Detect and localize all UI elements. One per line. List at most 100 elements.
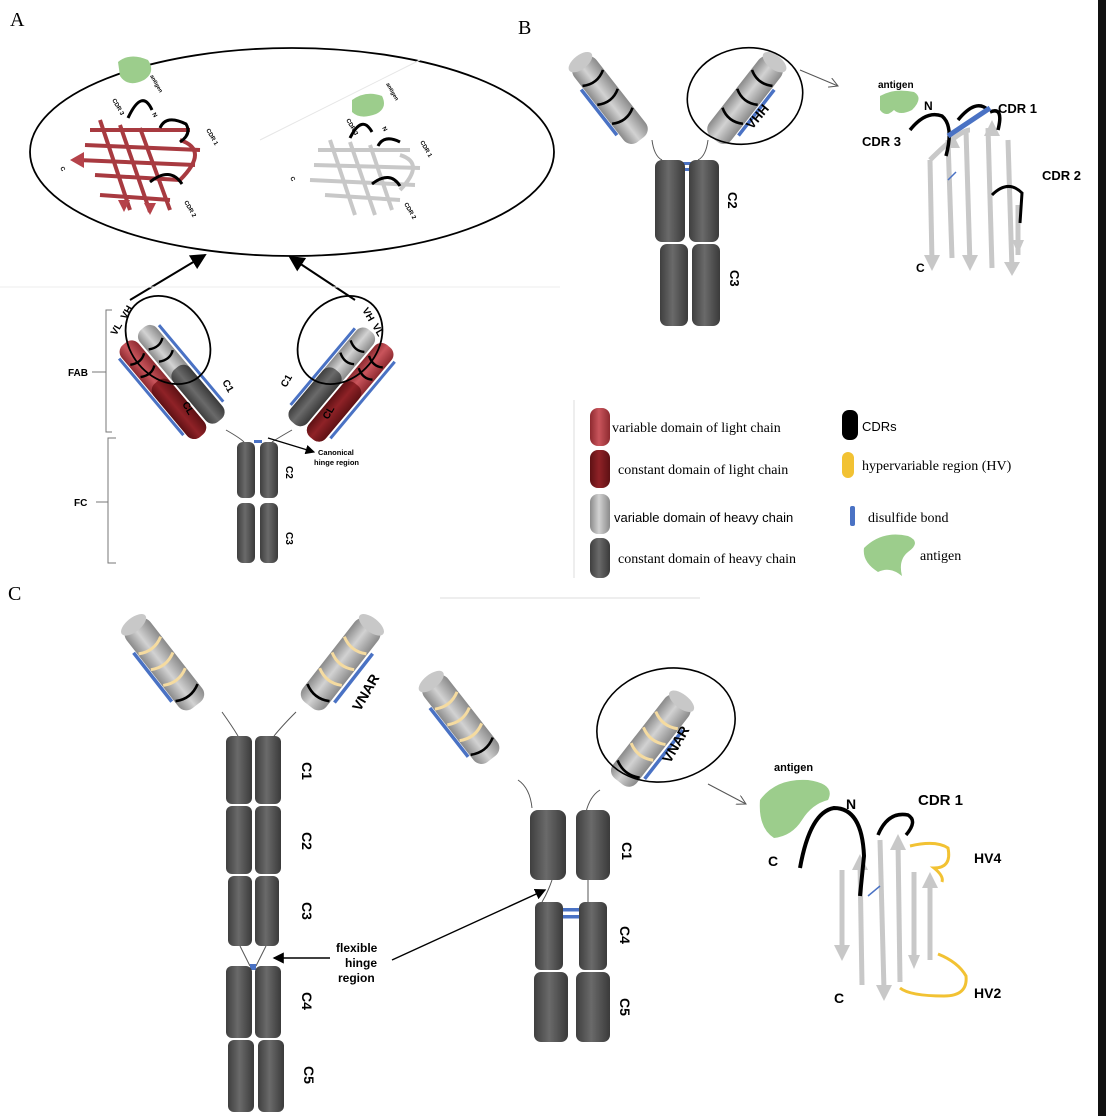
legend-cdr-swatch: [842, 410, 858, 440]
legend-antigen-icon: [863, 534, 915, 576]
legend-light-constant: constant domain of light chain: [618, 463, 788, 478]
legend-hv-swatch: [842, 452, 854, 478]
legend-heavy-constant: constant domain of heavy chain: [618, 552, 796, 567]
fc-label: FC: [74, 498, 87, 509]
fc-c2-left: [237, 442, 255, 498]
c4-mid-a: [535, 902, 563, 970]
vl-label-left: VL: [109, 321, 125, 338]
hv2-label: HV2: [974, 985, 1001, 1001]
panel-a: antigen CDR 3 N CDR 1 C CDR 2 antigen CD…: [0, 47, 560, 564]
c4-mid-b: [579, 902, 607, 970]
flexible-hinge-label-2: hinge: [345, 956, 377, 970]
c4-label-left: C4: [299, 992, 315, 1010]
c2-label-b: C2: [725, 192, 740, 209]
vhh-zoom-circle: [686, 46, 804, 146]
panel-a-letter: A: [10, 9, 25, 31]
antigen-label-c: antigen: [774, 762, 813, 774]
legend-heavy-variable-swatch: [590, 494, 610, 534]
cdr1-label-c: CDR 1: [918, 792, 963, 809]
vhh-right-arm: [707, 51, 787, 144]
vhh-left-arm: [568, 51, 648, 144]
fab-right-arm: [288, 327, 396, 442]
legend-disulfide: disulfide bond: [868, 511, 949, 526]
c-label-1: C: [58, 166, 66, 173]
canonical-hinge-label-1: Canonical: [318, 448, 354, 457]
cdr1-label-1: CDR 1: [204, 128, 219, 147]
c5-mid-b: [576, 972, 610, 1042]
antigen-label-2: antigen: [384, 82, 399, 102]
antigen-label-b: antigen: [878, 80, 914, 91]
vnar-left-arm: [121, 614, 205, 711]
legend-cdrs: CDRs: [862, 419, 897, 434]
legend-heavy-variable: variable domain of heavy chain: [614, 510, 793, 525]
vhh-c3-left: [660, 244, 688, 326]
right-edge-bar: [1098, 0, 1106, 1116]
legend-light-constant-swatch: [590, 450, 610, 488]
c4-left-a: [226, 966, 252, 1038]
flexible-hinge-label-3: region: [338, 971, 375, 985]
c3-left-a: [228, 876, 252, 946]
c1-left-b: [255, 736, 281, 804]
legend-light-variable-swatch: [590, 408, 610, 446]
antigen-icon-b: [880, 90, 919, 114]
n-label-2: N: [380, 126, 387, 133]
hv4-label: HV4: [974, 850, 1001, 866]
c2-label-a: C2: [283, 466, 294, 479]
legend-hv: hypervariable region (HV): [862, 459, 1012, 474]
panel-b-letter: B: [518, 17, 531, 39]
fab-label: FAB: [68, 368, 88, 379]
c3-label-left: C3: [299, 902, 315, 920]
canonical-hinge-label-2: hinge region: [314, 458, 359, 467]
cdr3-label-1: CDR 3: [110, 98, 125, 117]
cdr1-label-b: CDR 1: [998, 101, 1037, 116]
vnar-zoom-circle: [596, 667, 736, 783]
antigen-icon: [118, 56, 152, 84]
c2-label-left: C2: [299, 832, 315, 850]
cdr2-label-b: CDR 2: [1042, 168, 1081, 183]
cdr3-label-b: CDR 3: [862, 134, 901, 149]
panel-c-letter: C: [8, 583, 21, 605]
flexible-hinge-label-1: flexible: [336, 941, 378, 955]
c1-label-right: C1: [279, 373, 295, 390]
c2-left-b: [255, 806, 281, 874]
n-label-b: N: [924, 99, 933, 113]
c4-label-mid: C4: [617, 926, 633, 944]
c5-mid-a: [534, 972, 568, 1042]
legend-light-variable: variable domain of light chain: [612, 421, 781, 436]
vhh-c2-right: [689, 160, 719, 242]
legend-heavy-constant-swatch: [590, 538, 610, 578]
antigen-icon-2: [352, 93, 384, 117]
c3-label-a: C3: [283, 532, 294, 545]
gray-domain-structure: [309, 93, 421, 216]
vnar-mid-left-arm: [418, 670, 500, 764]
legend: variable domain of light chain constant …: [440, 400, 1012, 599]
c3-left-b: [255, 876, 279, 946]
legend-antigen: antigen: [920, 549, 961, 564]
cdr2-label-1: CDR 2: [182, 200, 197, 219]
vhh-c2-left: [655, 160, 685, 242]
c5-left-a: [228, 1040, 254, 1112]
fab-left-arm: [117, 324, 225, 440]
fc-c3-left: [237, 503, 255, 563]
antigen-icon-c: [759, 779, 830, 838]
c-label-2: C: [288, 176, 296, 183]
c1-mid-a: [530, 810, 566, 880]
c5-label-left: C5: [301, 1066, 317, 1084]
cdr2-label-2: CDR 2: [402, 202, 417, 221]
c-label-c-bottom: C: [834, 990, 844, 1006]
antigen-label-1: antigen: [148, 74, 163, 94]
legend-disulfide-swatch: [850, 506, 855, 526]
c1-mid-b: [576, 810, 610, 880]
cdr1-label-2: CDR 1: [418, 140, 433, 159]
c1-label-mid: C1: [619, 842, 635, 860]
panel-b: VHH C2 C3 antigen N CDR 1 CDR 3 CDR 2 C: [568, 46, 1081, 326]
vh-label-right: VH: [359, 306, 375, 324]
vnar-right-arm: [300, 614, 384, 711]
n-label-1: N: [150, 112, 157, 119]
fc-c3-right: [260, 503, 278, 563]
c1-label-left: C1: [299, 762, 315, 780]
c-label-c-top: C: [768, 853, 778, 869]
n-label-c: N: [846, 796, 856, 812]
